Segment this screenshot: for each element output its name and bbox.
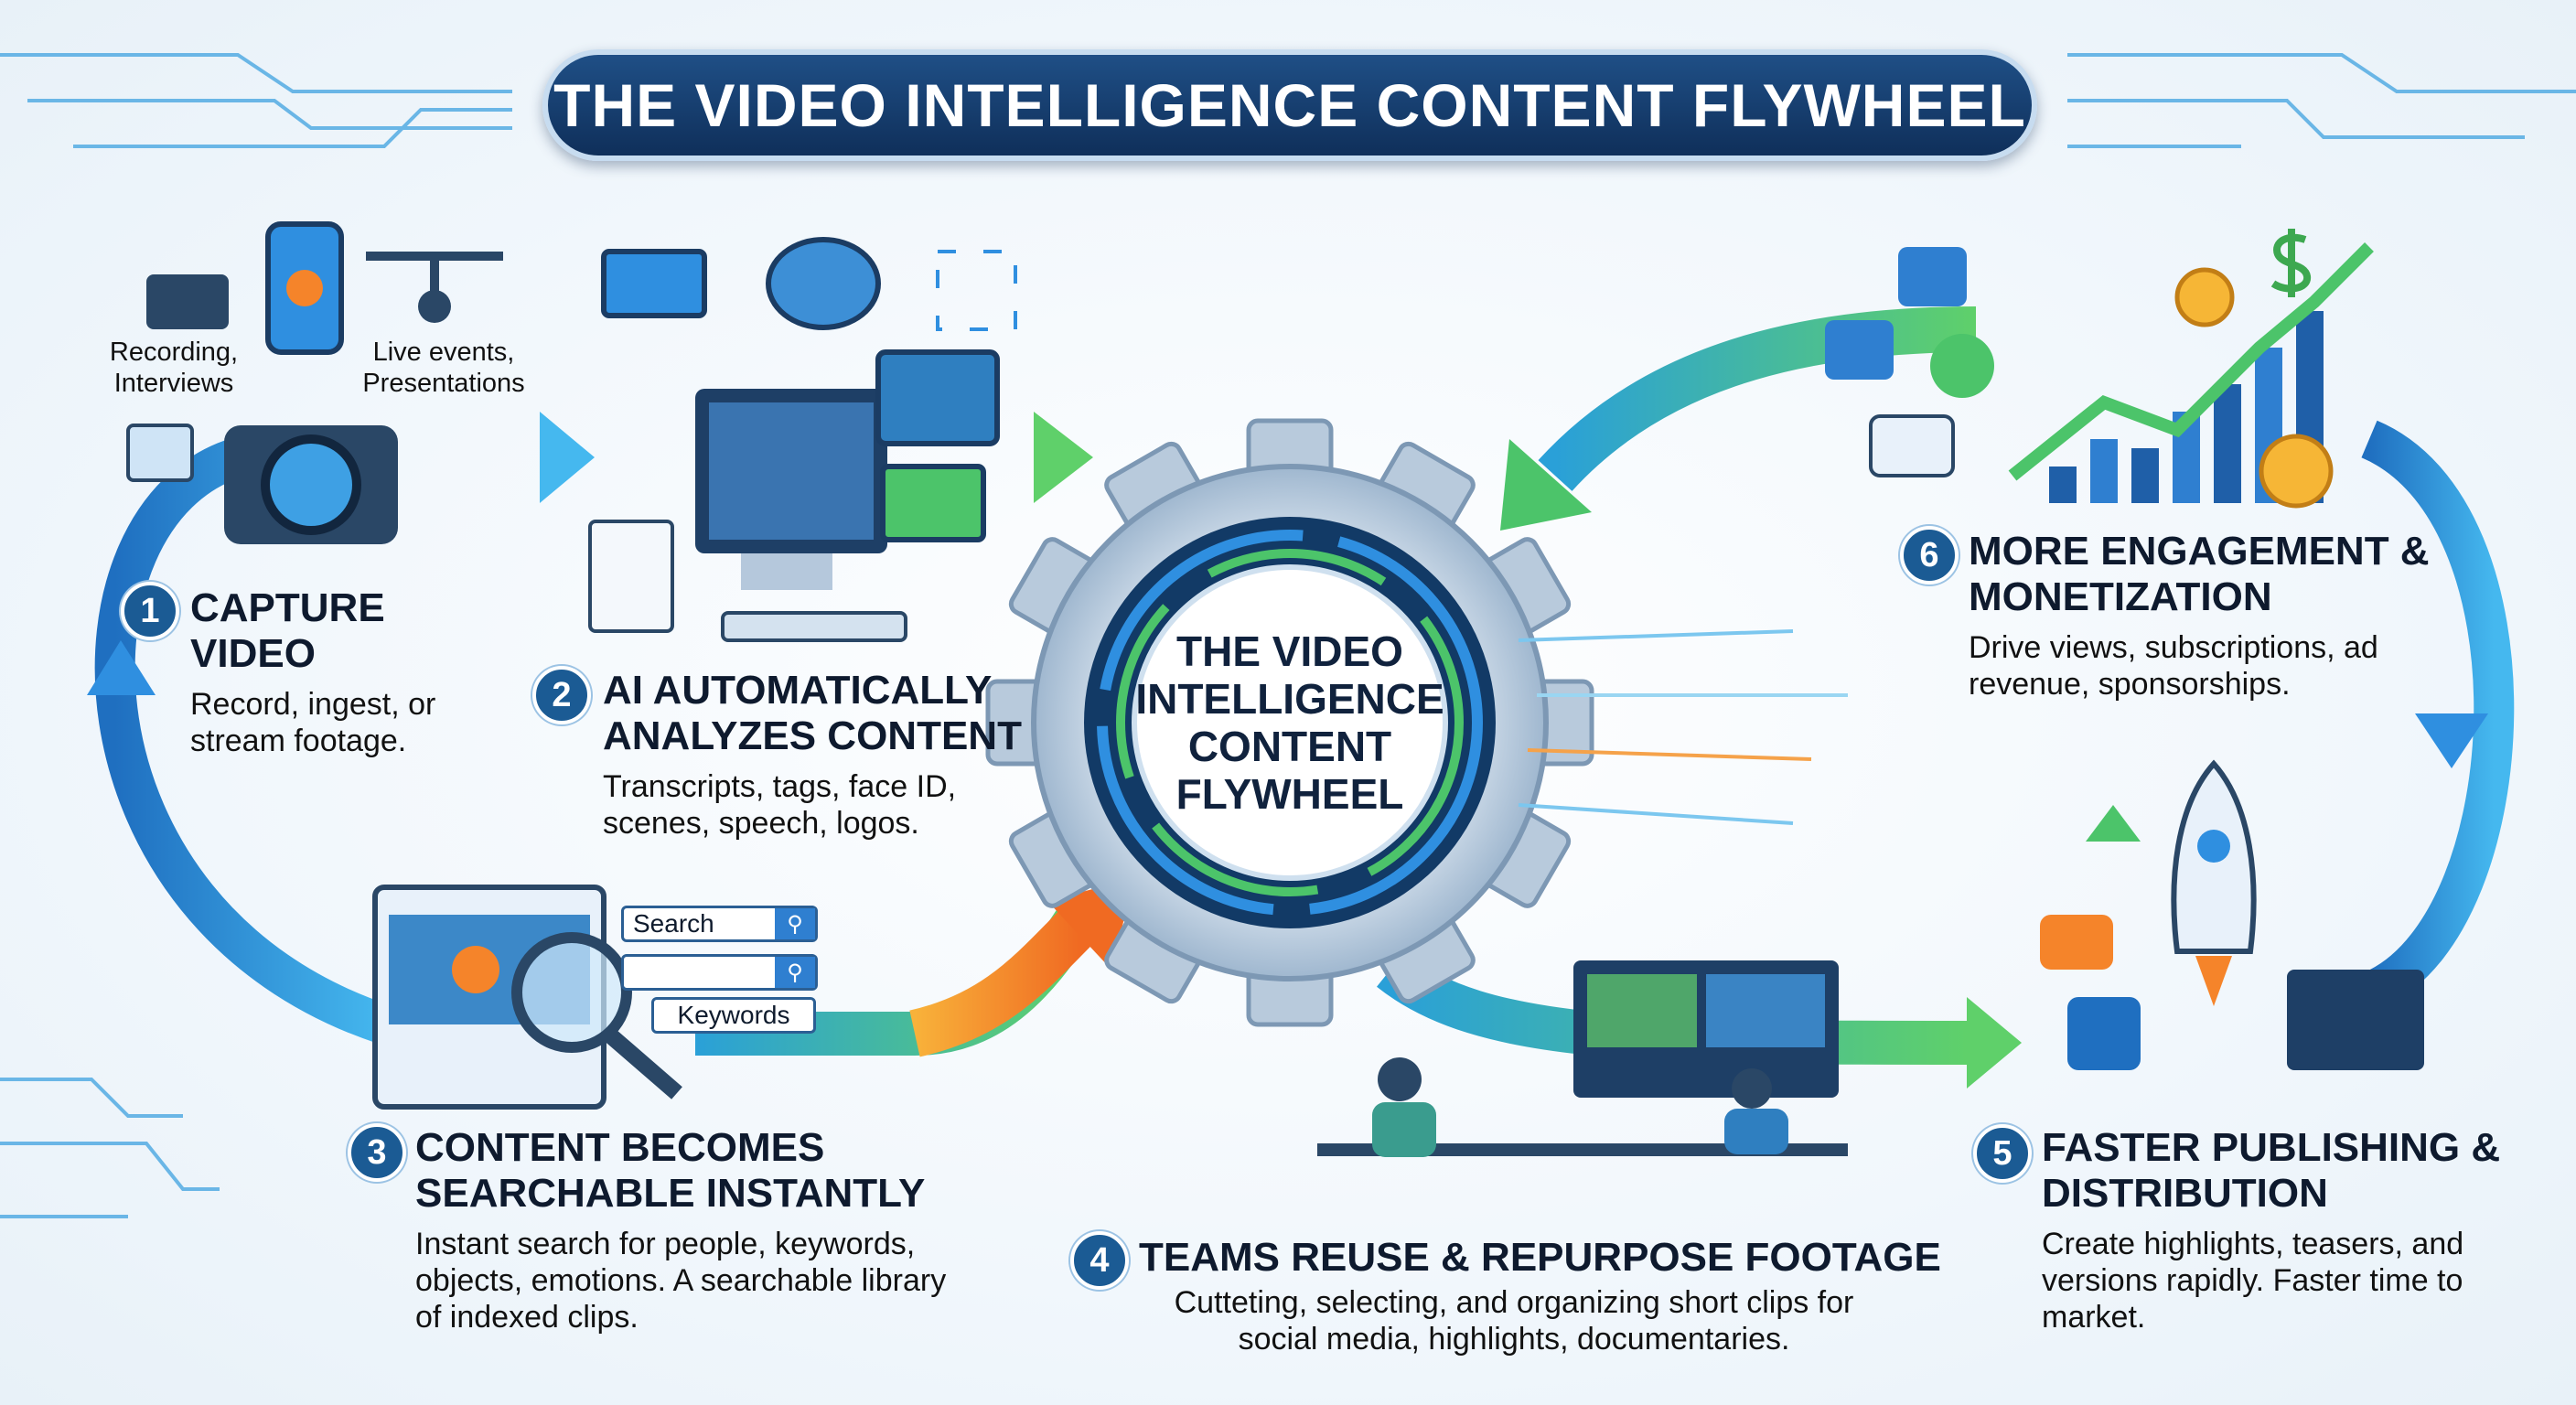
engagement-illustration bbox=[1825, 229, 2374, 509]
capture-icons bbox=[126, 221, 503, 544]
ai-icons bbox=[588, 237, 1017, 642]
search-window-illustration bbox=[372, 885, 682, 1110]
hub-line: FLYWHEEL bbox=[1175, 770, 1404, 818]
video-thumbnail-icon bbox=[875, 349, 1000, 446]
search-icon[interactable]: ⚲ bbox=[775, 957, 815, 988]
data-streaks-decoration bbox=[1518, 629, 1848, 825]
search-input-empty[interactable]: ⚲ bbox=[621, 954, 818, 991]
recording-label: Recording, Interviews bbox=[109, 338, 239, 398]
keyboard-icon bbox=[721, 611, 907, 642]
title-banner: THE VIDEO INTELLIGENCE CONTENT FLYWHEEL bbox=[542, 49, 2037, 161]
video-camera-icon bbox=[146, 274, 229, 329]
revenue-bar bbox=[2214, 384, 2241, 503]
document-icon bbox=[588, 520, 674, 633]
brain-icon bbox=[766, 237, 881, 330]
step-5-description: Create highlights, teasers, and versions… bbox=[2042, 1227, 2464, 1335]
arrow-right-loop bbox=[2360, 420, 2515, 1006]
arrow-head-up bbox=[87, 640, 156, 695]
step-6-description: Drive views, subscriptions, ad revenue, … bbox=[1969, 630, 2378, 702]
chat-icon bbox=[1869, 414, 1955, 477]
step-6-heading: MORE ENGAGEMENT & MONETIZATION bbox=[1969, 529, 2430, 619]
publishing-illustration bbox=[2040, 759, 2424, 1070]
step-2-description: Transcripts, tags, face ID, scenes, spee… bbox=[603, 769, 957, 841]
revenue-bar bbox=[2131, 448, 2159, 503]
magnifier-icon bbox=[511, 932, 632, 1053]
step-1-number: 1 bbox=[121, 582, 179, 640]
step-1: CAPTURE VIDEO Record, ingest, or stream … bbox=[190, 585, 492, 759]
drone-icon bbox=[366, 252, 503, 293]
step-4: TEAMS REUSE & REPURPOSE FOOTAGE Cuttetin… bbox=[1139, 1235, 1941, 1357]
heart-bubble-icon bbox=[1898, 247, 1967, 306]
monitor-play-icon bbox=[2287, 970, 2424, 1070]
step-5-number: 5 bbox=[1973, 1124, 2032, 1183]
step-1-heading: CAPTURE VIDEO bbox=[190, 585, 385, 676]
step-3-description: Instant search for people, keywords, obj… bbox=[415, 1227, 947, 1335]
arrow-engagement-to-gear bbox=[1538, 306, 1977, 491]
step-3-heading: CONTENT BECOMES SEARCHABLE INSTANTLY bbox=[415, 1125, 926, 1216]
keywords-chip[interactable]: Keywords bbox=[651, 997, 816, 1034]
dollar-sign-icon bbox=[2270, 229, 2311, 297]
step-3-number: 3 bbox=[348, 1123, 406, 1182]
page-title: THE VIDEO INTELLIGENCE CONTENT FLYWHEEL bbox=[553, 71, 2026, 139]
step-4-description: Cutteting, selecting, and organizing sho… bbox=[1174, 1285, 1854, 1357]
step-2-heading: AI AUTOMATICALLY ANALYZES CONTENT bbox=[603, 668, 1022, 758]
step-2: AI AUTOMATICALLY ANALYZES CONTENT Transc… bbox=[603, 668, 1115, 842]
like-bubble-icon bbox=[1825, 320, 1894, 380]
search-label: Search bbox=[633, 909, 714, 938]
step-1-description: Record, ingest, or stream footage. bbox=[190, 687, 436, 758]
share-icon bbox=[1930, 334, 1994, 398]
teams-workstation-illustration bbox=[1317, 960, 1848, 1157]
youtube-icon bbox=[2040, 915, 2113, 970]
revenue-bar bbox=[2049, 467, 2077, 503]
coin-icon bbox=[2174, 267, 2235, 327]
step-6: MORE ENGAGEMENT & MONETIZATION Drive vie… bbox=[1969, 529, 2481, 702]
contact-icon bbox=[126, 424, 194, 482]
facebook-icon bbox=[2067, 997, 2141, 1070]
step-2-number: 2 bbox=[532, 666, 591, 724]
revenue-bar bbox=[2090, 439, 2118, 503]
face-id-icon bbox=[936, 250, 1017, 331]
hub-line: INTELLIGENCE bbox=[1135, 675, 1444, 723]
step-5-heading: FASTER PUBLISHING & DISTRIBUTION bbox=[2042, 1125, 2501, 1216]
step-3: CONTENT BECOMES SEARCHABLE INSTANTLY Ins… bbox=[415, 1125, 1001, 1335]
keywords-label: Keywords bbox=[677, 1001, 790, 1029]
search-input[interactable]: Search ⚲ bbox=[621, 906, 818, 942]
step-4-heading: TEAMS REUSE & REPURPOSE FOOTAGE bbox=[1139, 1235, 1941, 1280]
step-5: FASTER PUBLISHING & DISTRIBUTION Create … bbox=[2042, 1125, 2554, 1335]
step-4-number: 4 bbox=[1070, 1231, 1129, 1290]
growth-line bbox=[2008, 242, 2374, 481]
hub-line: CONTENT bbox=[1187, 723, 1392, 770]
step-6-number: 6 bbox=[1900, 526, 1959, 585]
circuit-lines-decoration bbox=[0, 53, 2576, 1218]
person-icon bbox=[1378, 1057, 1422, 1101]
hub-line: THE VIDEO bbox=[1176, 627, 1403, 675]
search-icon[interactable]: ⚲ bbox=[775, 908, 815, 939]
live-events-label: Live events, Presentations bbox=[362, 338, 525, 398]
laptop-icon bbox=[601, 249, 707, 318]
loop-arrow-left bbox=[94, 437, 391, 1044]
